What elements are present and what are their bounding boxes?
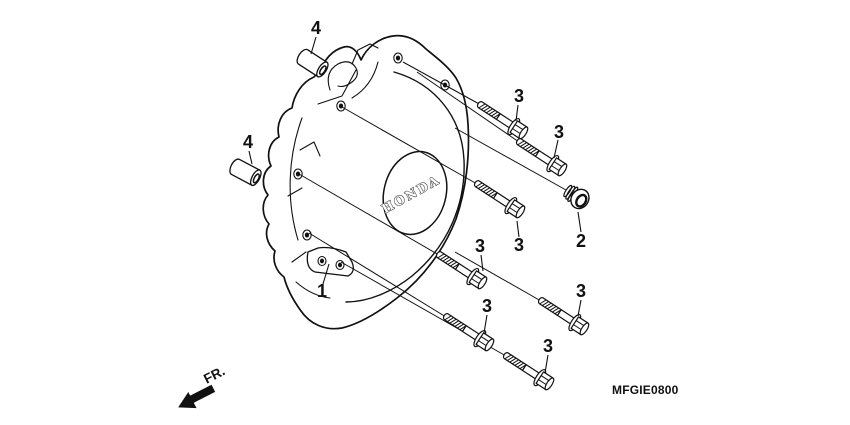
callout-dowel-top[interactable]: 4	[311, 18, 321, 38]
honda-badge: HONDA	[378, 150, 448, 236]
generator-cover-drawing[interactable]: HONDA	[262, 34, 470, 330]
dowel-pin-drawing-left[interactable]	[226, 156, 264, 188]
grommet-drawing[interactable]	[560, 181, 592, 212]
callout-leader-lines	[248, 36, 582, 374]
callout-bolt-g[interactable]: 3	[543, 336, 553, 356]
diagram-code: MFGIE0800	[612, 383, 679, 397]
front-direction-marker: FR.	[178, 363, 227, 409]
badge-ellipse	[382, 150, 448, 236]
callout-cover[interactable]: 1	[317, 281, 327, 301]
callout-bolt-c[interactable]: 3	[514, 235, 524, 255]
callout-bolt-d[interactable]: 3	[475, 236, 485, 256]
fr-arrow-icon	[178, 384, 216, 409]
cover-bolt-holes	[293, 52, 450, 271]
flange-bolt-drawing-c[interactable]	[469, 174, 529, 222]
bolt-axis-leader-lines	[298, 61, 567, 357]
callout-bolt-e[interactable]: 3	[576, 281, 586, 301]
callout-dowel-left[interactable]: 4	[243, 132, 253, 152]
callout-grommet[interactable]: 2	[576, 231, 586, 251]
fr-label: FR.	[201, 363, 227, 386]
callout-bolt-f[interactable]: 3	[482, 296, 492, 316]
callout-bolt-b[interactable]: 3	[554, 122, 564, 142]
callout-bolt-a[interactable]: 3	[514, 86, 524, 106]
